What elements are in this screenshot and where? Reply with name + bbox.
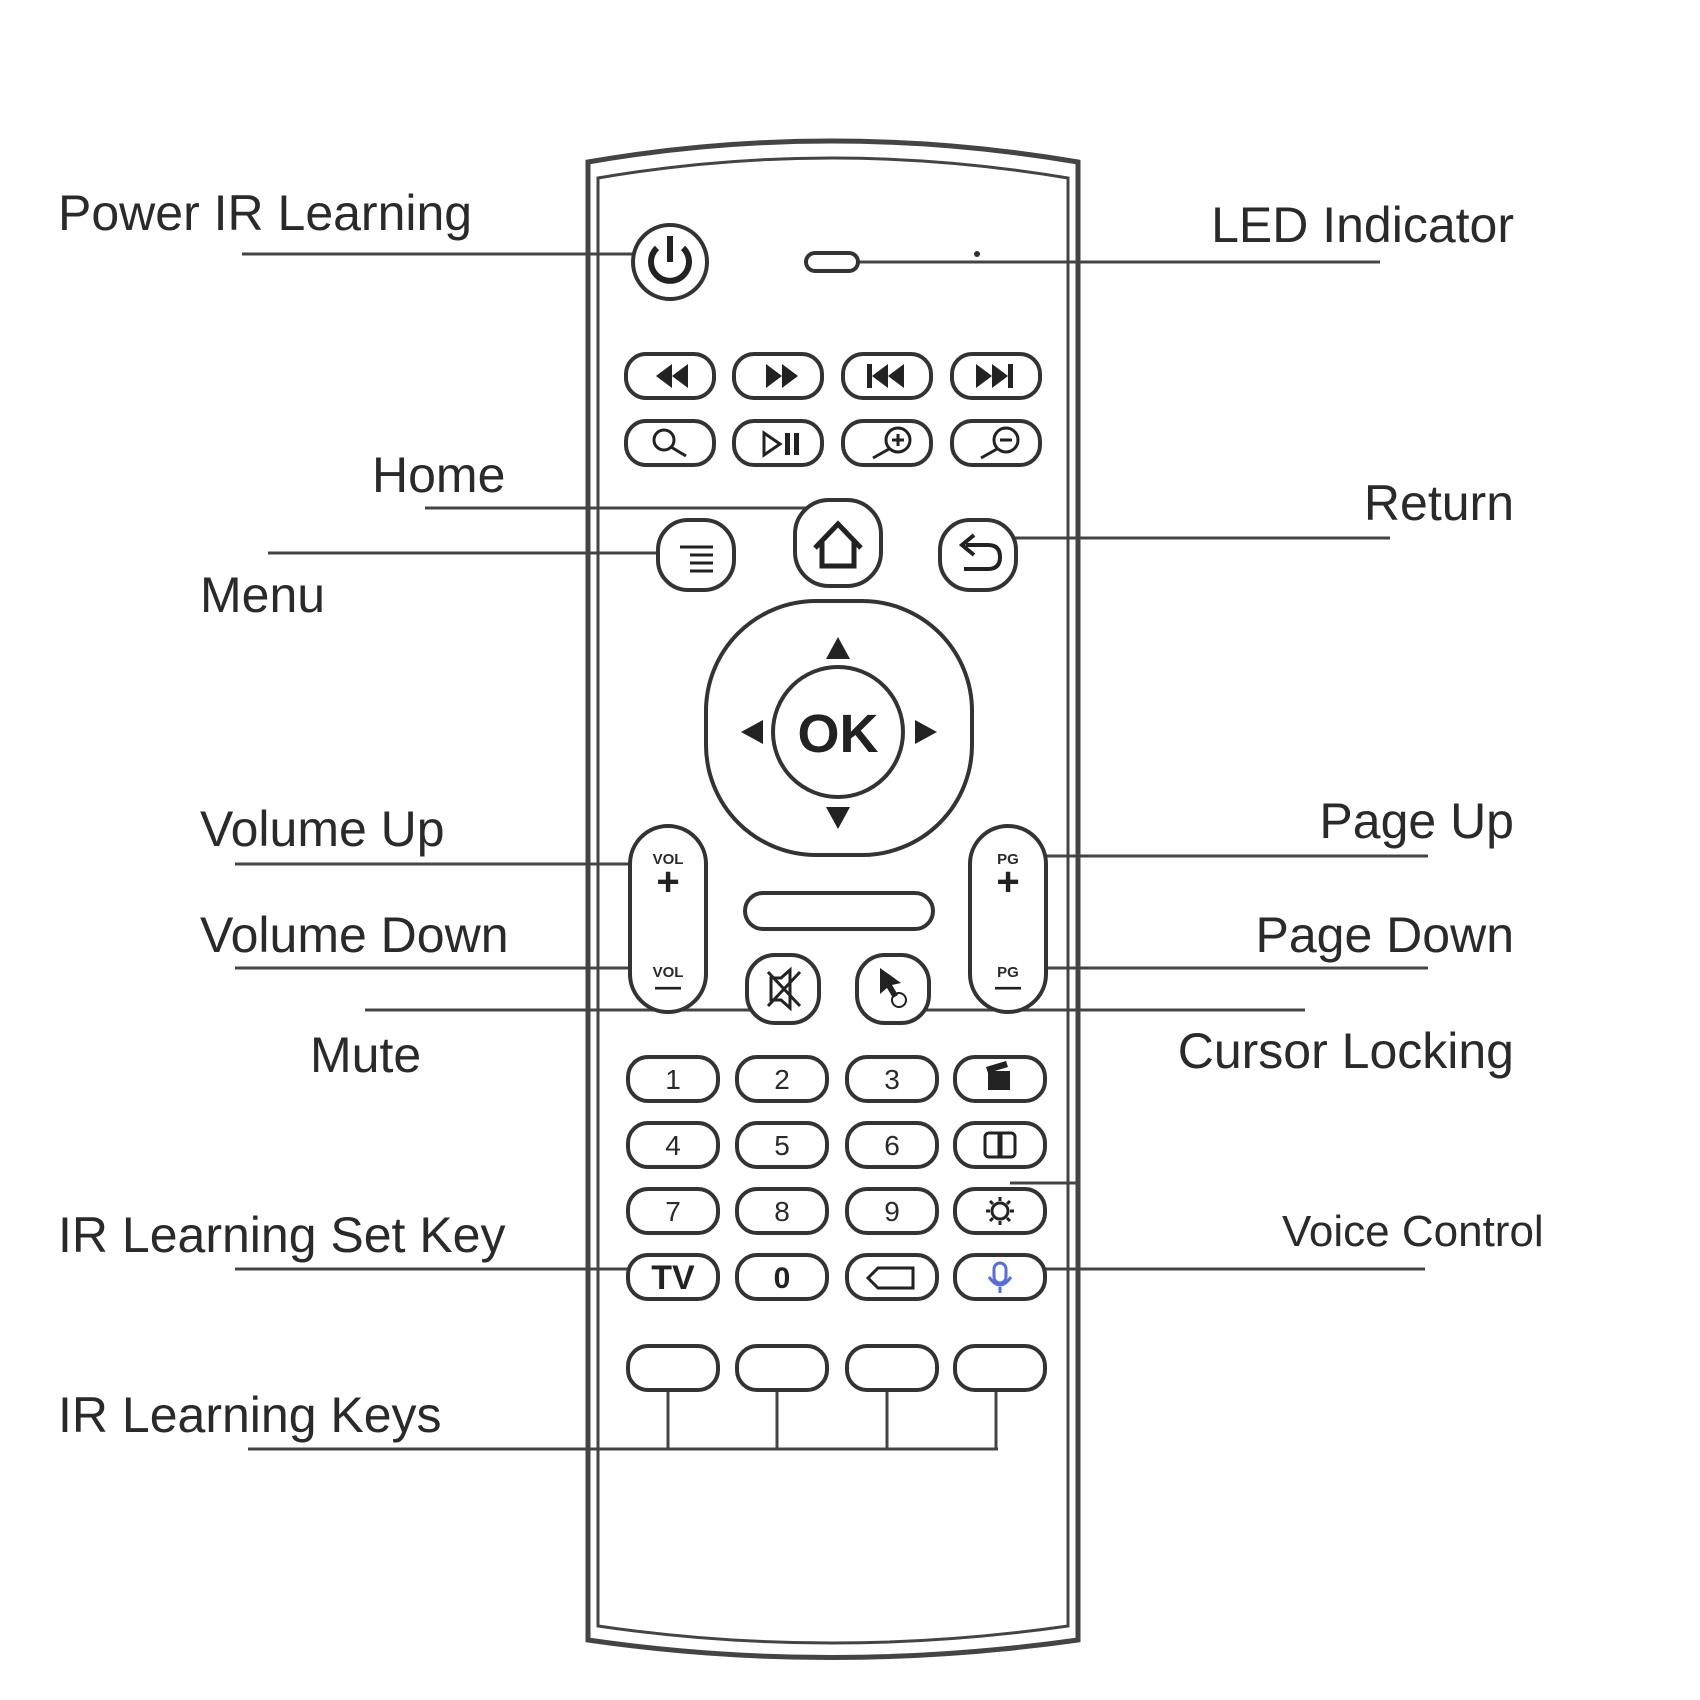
rewind-button[interactable] — [624, 352, 716, 400]
delete-button[interactable] — [845, 1253, 939, 1301]
ok-button[interactable]: OK — [771, 665, 905, 799]
label-ir-learning-keys: IR Learning Keys — [58, 1387, 442, 1443]
microphone-icon — [987, 1261, 1013, 1293]
zoom-out-icon — [980, 426, 1020, 460]
key-9-label: 9 — [884, 1196, 900, 1227]
fast-forward-button[interactable] — [732, 352, 824, 400]
ir-learning-key-2[interactable] — [735, 1344, 829, 1392]
menu-button[interactable] — [656, 518, 736, 592]
key-9[interactable]: 9 — [845, 1187, 939, 1235]
up-arrow-icon[interactable] — [826, 637, 850, 659]
key-6[interactable]: 6 — [845, 1121, 939, 1169]
ir-learning-key-3[interactable] — [845, 1344, 939, 1392]
page-down-pg-text: PG — [997, 964, 1019, 981]
left-arrow-icon[interactable] — [741, 720, 763, 744]
remote-body — [585, 138, 1081, 1660]
voice-control-button[interactable] — [953, 1253, 1047, 1301]
return-icon — [958, 533, 1003, 571]
home-button[interactable] — [793, 498, 883, 588]
key-1[interactable]: 1 — [626, 1055, 720, 1103]
key-1-label: 1 — [665, 1064, 681, 1095]
key-5-label: 5 — [774, 1130, 790, 1161]
key-3[interactable]: 3 — [845, 1055, 939, 1103]
label-power-ir-learning: Power IR Learning — [58, 185, 472, 241]
center-bar-button[interactable] — [743, 891, 935, 931]
label-return: Return — [1364, 475, 1514, 531]
page-up-plus[interactable]: + — [996, 860, 1019, 904]
cursor-locking-button[interactable] — [855, 953, 931, 1025]
play-pause-button[interactable] — [732, 419, 824, 467]
label-ir-learning-set-key: IR Learning Set Key — [58, 1207, 506, 1263]
tv-label: TV — [651, 1259, 695, 1297]
window-icon — [983, 1131, 1017, 1159]
skip-previous-icon — [867, 364, 904, 388]
label-page-down: Page Down — [1256, 907, 1515, 963]
previous-button[interactable] — [841, 352, 933, 400]
tv-button[interactable]: TV — [626, 1253, 720, 1301]
label-menu: Menu — [200, 567, 325, 623]
key-7-label: 7 — [665, 1196, 681, 1227]
home-icon — [813, 520, 863, 569]
key-0-label: 0 — [774, 1262, 791, 1295]
key-3-label: 3 — [884, 1064, 900, 1095]
mute-button[interactable] — [745, 953, 821, 1025]
page-up-pg-text: PG — [997, 851, 1019, 868]
zoom-in-button[interactable] — [841, 419, 933, 467]
play-pause-icon — [762, 430, 799, 458]
key-2[interactable]: 2 — [735, 1055, 829, 1103]
menu-icon — [680, 545, 713, 573]
settings-button[interactable] — [953, 1187, 1047, 1235]
fast-forward-icon — [766, 364, 798, 388]
page-rocker[interactable]: PG + PG — — [968, 824, 1048, 1014]
volume-down-minus[interactable]: — — [655, 971, 681, 1001]
down-arrow-icon[interactable] — [826, 807, 850, 829]
window-button[interactable] — [953, 1121, 1047, 1169]
page-down-minus[interactable]: — — [995, 971, 1021, 1001]
key-6-label: 6 — [884, 1130, 900, 1161]
label-voice-control: Voice Control — [1282, 1207, 1544, 1256]
key-5[interactable]: 5 — [735, 1121, 829, 1169]
key-4[interactable]: 4 — [626, 1121, 720, 1169]
cursor-icon — [880, 968, 907, 1008]
key-2-label: 2 — [774, 1064, 790, 1095]
key-8[interactable]: 8 — [735, 1187, 829, 1235]
label-led-indicator: LED Indicator — [1211, 197, 1514, 253]
power-button[interactable] — [631, 223, 709, 301]
led-indicator — [804, 251, 980, 273]
volume-up-plus[interactable]: + — [656, 860, 679, 904]
label-home: Home — [372, 447, 505, 503]
ir-learning-key-1[interactable] — [626, 1344, 720, 1392]
volume-up-vol-text: VOL — [653, 851, 684, 868]
leader-lines — [235, 252, 1428, 1451]
key-7[interactable]: 7 — [626, 1187, 720, 1235]
label-volume-down: Volume Down — [200, 907, 509, 963]
volume-down-vol-text: VOL — [653, 964, 684, 981]
zoom-in-icon — [872, 426, 912, 460]
ir-learning-key-4[interactable] — [953, 1344, 1047, 1392]
zoom-out-button[interactable] — [950, 419, 1042, 467]
key-4-label: 4 — [665, 1130, 681, 1161]
media-button[interactable] — [953, 1055, 1047, 1103]
label-cursor-locking: Cursor Locking — [1178, 1023, 1514, 1079]
rewind-icon — [656, 364, 688, 388]
volume-rocker[interactable]: VOL + VOL — — [628, 824, 708, 1014]
key-8-label: 8 — [774, 1196, 790, 1227]
label-mute: Mute — [310, 1027, 421, 1083]
clapperboard-icon — [986, 1061, 1010, 1090]
right-arrow-icon[interactable] — [915, 720, 937, 744]
label-volume-up: Volume Up — [200, 801, 445, 857]
mute-icon — [766, 966, 802, 1012]
search-button[interactable] — [624, 419, 716, 467]
return-button[interactable] — [938, 518, 1018, 592]
power-icon — [648, 236, 692, 284]
search-icon — [652, 428, 687, 458]
next-button[interactable] — [950, 352, 1042, 400]
label-page-up: Page Up — [1319, 793, 1514, 849]
key-0[interactable]: 0 — [735, 1253, 829, 1301]
ok-label: OK — [798, 704, 879, 764]
skip-next-icon — [976, 364, 1013, 388]
gear-icon — [986, 1197, 1014, 1225]
backspace-icon — [865, 1266, 915, 1290]
